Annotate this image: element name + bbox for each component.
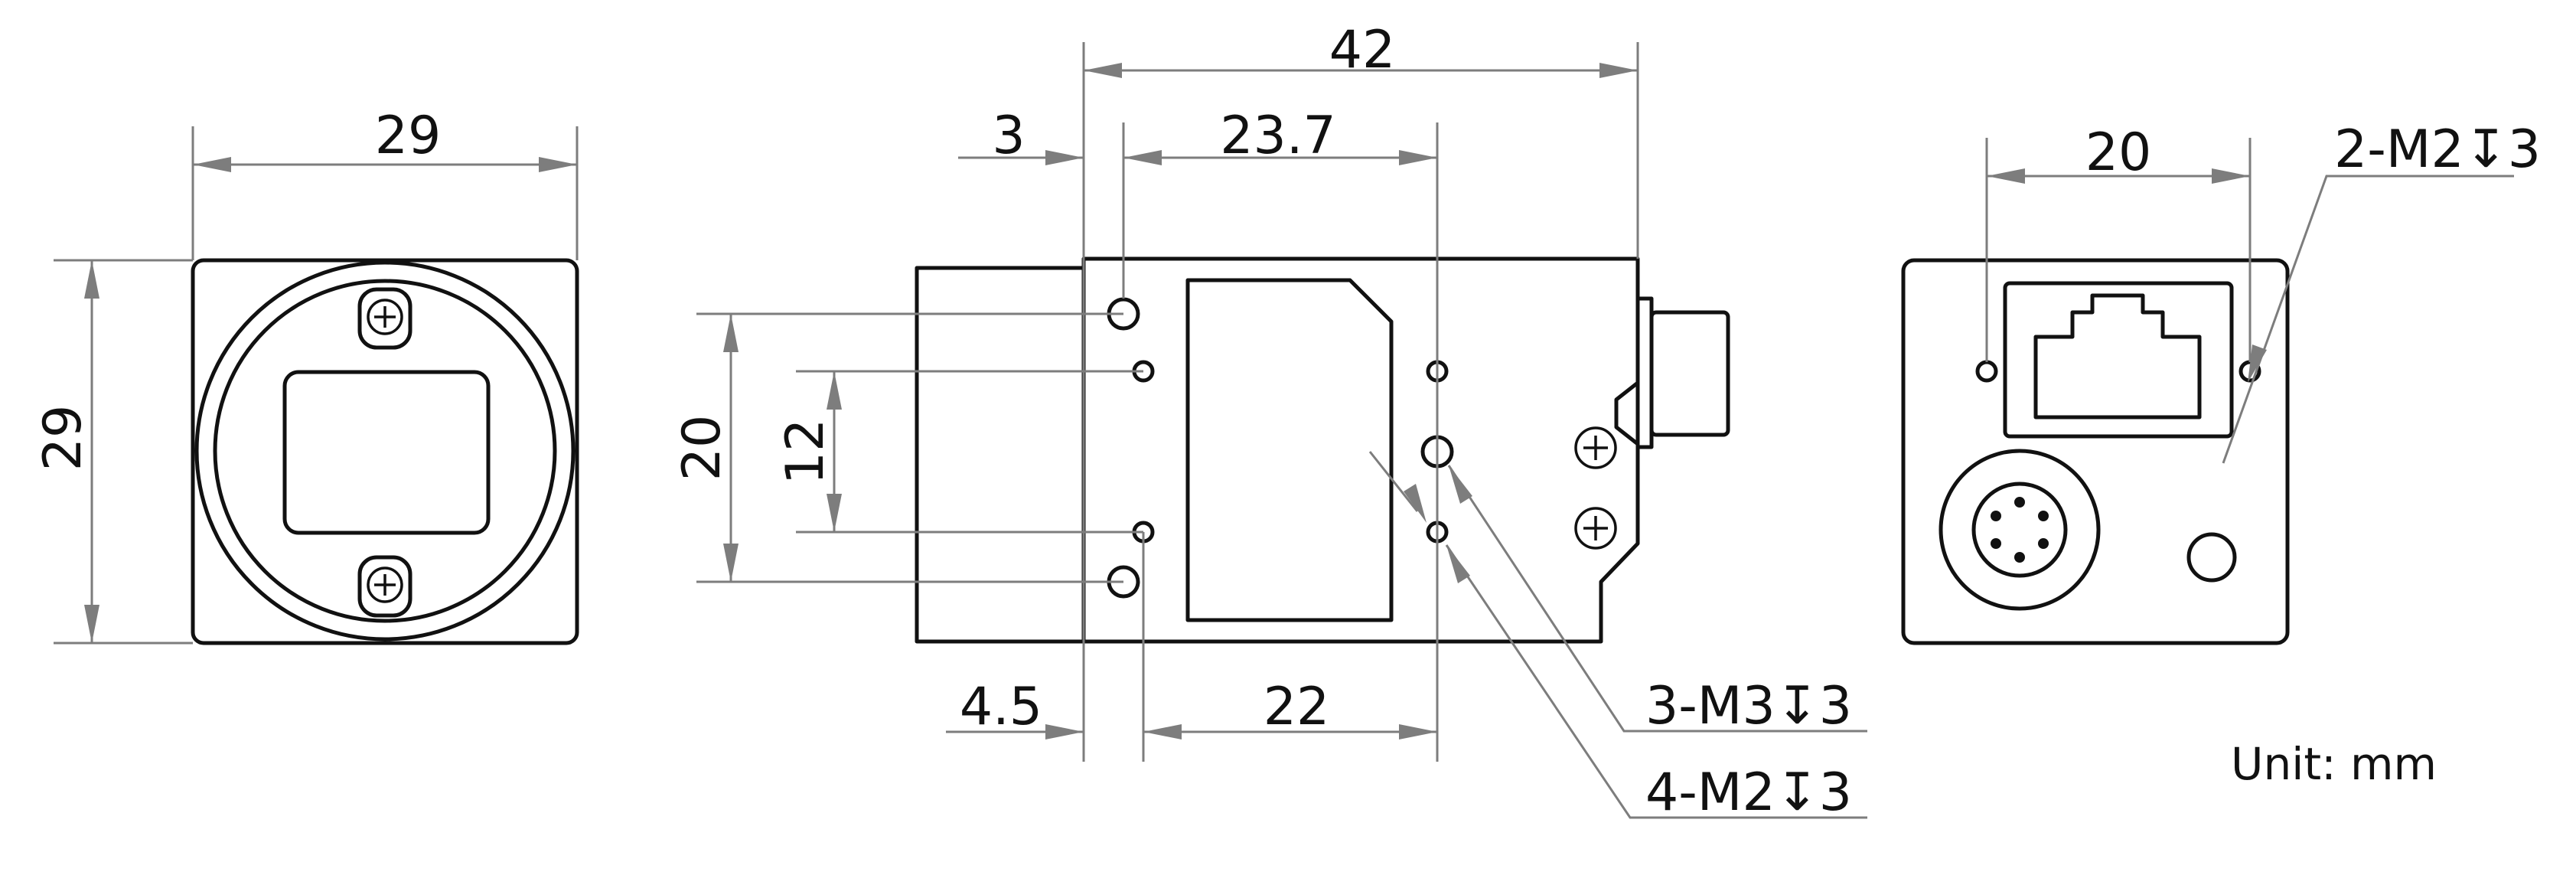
rear-hole-spacing-arrow-right [2212, 168, 2250, 184]
unit-note: Unit: mm [2231, 738, 2437, 790]
side-screw-upper-icon [1574, 426, 1617, 469]
top-hole-spacing-arrow-left [1123, 150, 1162, 165]
rear-hole-spacing-label: 20 [2085, 122, 2152, 183]
bottom-hole-spacing-label: 22 [1264, 677, 1330, 737]
lens-mount-outer-ring [194, 260, 576, 642]
rear-callout-leader [2222, 175, 2514, 464]
rear-callout-label: 2-M2↧3 [2334, 119, 2541, 180]
top-offset-label: 3 [992, 106, 1025, 166]
sensor-board-outline [1185, 278, 1394, 622]
ethernet-port-frame [2003, 281, 2234, 439]
rear-depth-value: 3 [2508, 119, 2541, 180]
side-horizontal-extension-lines [696, 312, 1143, 583]
vertical-outer-arrow-bottom [723, 544, 739, 582]
side-body-outline [1081, 256, 1640, 644]
m2-callout-leader [1445, 544, 1867, 819]
rear-hole-spacing-arrow-left [1987, 168, 2025, 184]
rear-body-outline [1901, 258, 2290, 645]
power-io-connector-inner [1971, 482, 2068, 578]
rear-view: 20 2-M2↧3 Unit: mm [1901, 119, 2541, 790]
bottom-offset-arrow [1045, 724, 1084, 740]
m3-depth-value: 3 [1819, 676, 1852, 736]
m2-callout-label: 4-M2↧3 [1645, 762, 1852, 823]
side-screw-lower-icon [1574, 507, 1617, 550]
front-height-arrow-bottom [84, 605, 99, 643]
bottom-hole-spacing-arrow-right [1399, 724, 1437, 740]
vertical-inner-label: 12 [775, 419, 836, 485]
connector-collar [1635, 296, 1654, 449]
sensor-window [282, 370, 491, 535]
front-width-arrow-right [539, 157, 577, 172]
mount-screw-top-icon [357, 287, 412, 350]
bottom-offset-label: 4.5 [960, 677, 1042, 737]
ethernet-port-socket [2033, 293, 2202, 420]
connector-body [1649, 310, 1730, 437]
front-height-extension-lines [54, 259, 193, 645]
m2-callout-secondary-leader [1368, 451, 1419, 512]
top-hole-spacing-label: 23.7 [1220, 106, 1335, 166]
vertical-outer-label: 20 [672, 415, 732, 482]
rear-m2-hole-left [1975, 360, 1998, 383]
rear-callout-arrow [2248, 344, 2267, 383]
m2-depth-symbol: ↧ [1775, 762, 1819, 823]
m2-depth-value: 3 [1819, 762, 1852, 823]
front-width-label: 29 [375, 106, 442, 166]
lens-mount-inner-ring [213, 279, 557, 623]
status-led [2186, 532, 2237, 583]
front-view: 29 29 [33, 106, 579, 645]
vertical-outer-arrow-top [723, 314, 739, 352]
vertical-inner-arrow-bottom [827, 494, 842, 532]
power-io-connector-pins [1991, 497, 2049, 563]
side-view: 42 3 23.7 4.5 22 20 12 [672, 20, 1867, 823]
m2-callout-secondary-arrow [1404, 484, 1427, 523]
front-body-outline [191, 258, 579, 645]
front-width-arrow-left [193, 157, 231, 172]
front-width-extension-lines [191, 126, 579, 260]
top-hole-spacing-arrow-right [1399, 150, 1437, 165]
m2-callout-spec: 4-M2 [1645, 762, 1775, 823]
m3-callout-arrow [1449, 465, 1472, 504]
m3-callout-label: 3-M3↧3 [1645, 676, 1852, 736]
side-vertical-extension-lines [1082, 42, 1639, 762]
m2-callout-arrow [1446, 545, 1470, 583]
bottom-hole-spacing-arrow-left [1143, 724, 1182, 740]
m3-callout-leader [1447, 465, 1867, 733]
lens-holder-block [915, 266, 1086, 644]
mount-screw-bottom-icon [357, 555, 412, 618]
front-height-label: 29 [33, 405, 93, 472]
m3-depth-symbol: ↧ [1775, 676, 1819, 736]
m3-callout-spec: 3-M3 [1645, 676, 1775, 736]
power-io-connector-outer [1939, 449, 2101, 611]
overall-length-arrow-right [1599, 63, 1638, 78]
overall-length-label: 42 [1329, 20, 1396, 80]
front-height-arrow-top [84, 260, 99, 299]
rear-callout-spec: 2-M2 [2334, 119, 2464, 180]
top-offset-arrow [1045, 150, 1084, 165]
overall-length-arrow-left [1084, 63, 1122, 78]
vertical-inner-arrow-top [827, 371, 842, 410]
rear-depth-symbol: ↧ [2464, 119, 2508, 180]
